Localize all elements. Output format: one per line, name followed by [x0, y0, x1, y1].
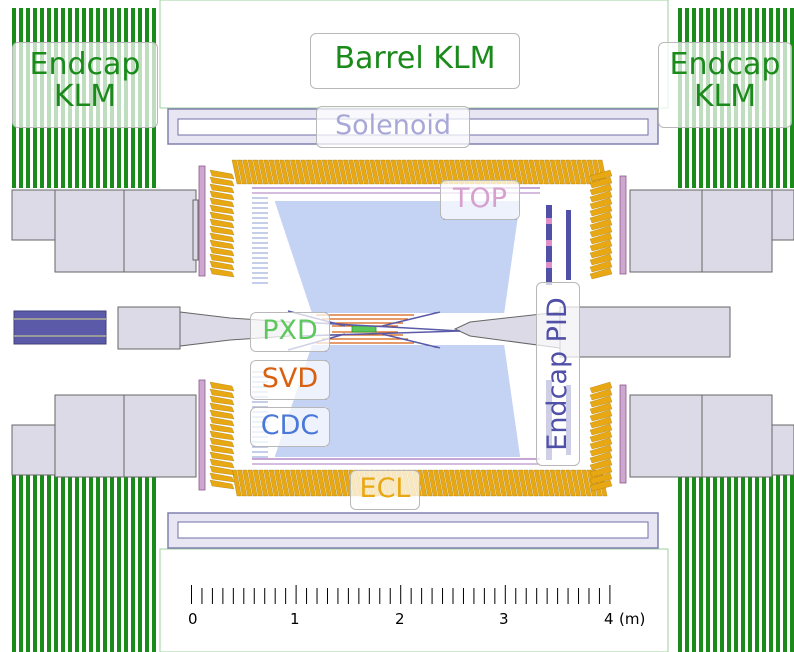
pxd-label: PXD — [250, 312, 330, 352]
ruler-tick-1: 1 — [290, 610, 300, 628]
pxd-text: PXD — [262, 315, 318, 346]
top-label: TOP — [440, 180, 520, 220]
endcap-plates — [198, 165, 627, 491]
ruler-tick-3: 3 — [499, 610, 509, 628]
barrel-klm-region-bottom — [159, 548, 669, 652]
svd-label: SVD — [250, 360, 330, 400]
top-text: TOP — [452, 183, 508, 214]
final-focus-magnets — [11, 189, 794, 478]
barrel-klm-label: Barrel KLM — [310, 33, 520, 89]
ruler-tick-0: 0 — [188, 610, 198, 628]
ruler-tick-2: 2 — [395, 610, 405, 628]
solenoid-text: Solenoid — [334, 110, 452, 141]
endcap-klm-right-label: Endcap KLM — [658, 42, 792, 128]
endcap-klm-left-line2: KLM — [53, 78, 117, 114]
beampipe-left — [13, 310, 107, 345]
ecl-text: ECL — [359, 473, 411, 504]
endcap-klm-right-line1: Endcap — [669, 47, 781, 82]
scale-ruler — [191, 585, 611, 604]
endcap-klm-left-line1: Endcap — [29, 47, 141, 82]
svd-text: SVD — [261, 363, 319, 394]
endcap-klm-left-label: Endcap KLM — [12, 42, 158, 128]
ecl-label: ECL — [350, 470, 420, 510]
cdc-text: CDC — [260, 410, 320, 441]
endcap-klm-right-line2: KLM — [693, 78, 757, 114]
barrel-klm-text: Barrel KLM — [334, 41, 496, 76]
ecl-crystals — [209, 159, 613, 497]
pxd-shape — [351, 325, 377, 333]
solenoid-label: Solenoid — [316, 106, 470, 148]
ruler-tick-4: 4 — [604, 610, 614, 628]
ruler-unit: (m) — [619, 610, 646, 628]
endcap-pid-text: Endcap PID — [541, 297, 573, 451]
cdc-label: CDC — [250, 407, 330, 447]
endcap-pid-label: Endcap PID — [536, 282, 580, 466]
